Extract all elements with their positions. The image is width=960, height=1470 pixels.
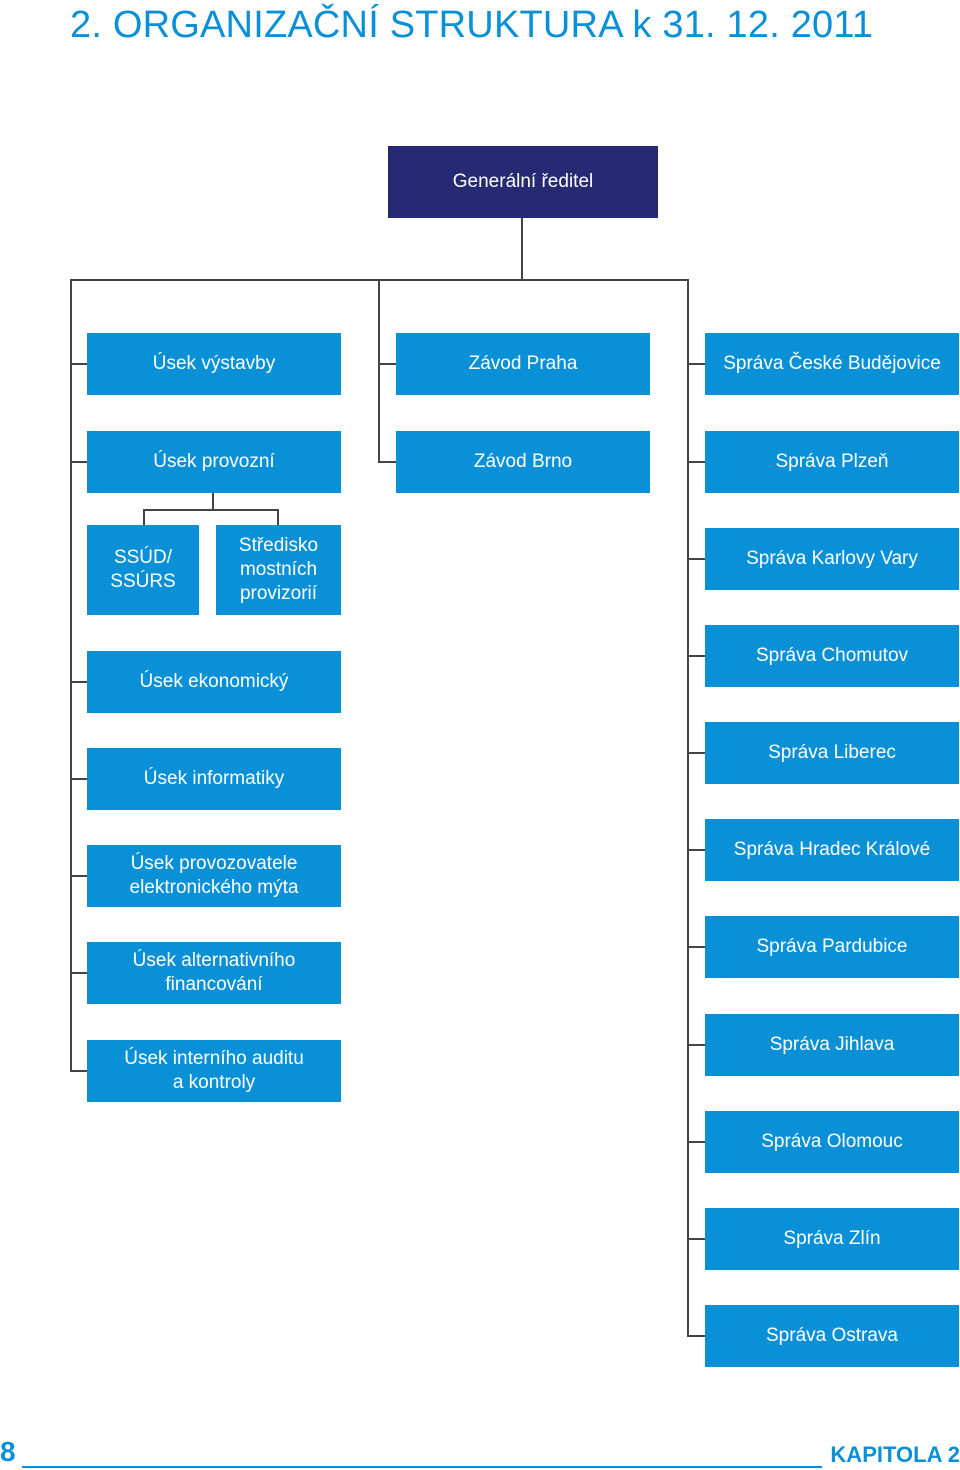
box-label: Úsek informatiky xyxy=(143,768,285,789)
connector-tick-karlovy-vary xyxy=(687,558,705,560)
connector-tick-hradec xyxy=(687,849,705,851)
connector-tick-plzen xyxy=(687,461,705,463)
connector-tick-olomouc xyxy=(687,1141,705,1143)
box-sprava-budejovice: Správa České Budějovice xyxy=(705,333,959,395)
page-title: 2. ORGANIZAČNÍ STRUKTURA k 31. 12. 2011 xyxy=(70,4,874,46)
connector-tick-ostrava xyxy=(687,1335,705,1337)
box-label: Správa Pardubice xyxy=(756,936,908,957)
box-sprava-zlin: Správa Zlín xyxy=(705,1208,959,1270)
connector-tick-pardubice xyxy=(687,946,705,948)
box-label: Správa Jihlava xyxy=(769,1034,895,1055)
connector-tick-vystavby xyxy=(70,363,87,365)
box-sprava-ostrava: Správa Ostrava xyxy=(705,1305,959,1367)
footer-rule xyxy=(22,1466,822,1468)
connector-tick-jihlava xyxy=(687,1044,705,1046)
box-sprava-plzen: Správa Plzeň xyxy=(705,431,959,493)
director-label: Generální ředitel xyxy=(452,171,594,192)
connector-right-spine xyxy=(687,279,689,1337)
box-stredisko: Středisko mostních provizorií xyxy=(216,525,341,615)
box-label: Úsek ekonomický xyxy=(139,671,289,692)
connector-to-ssud xyxy=(143,509,145,526)
box-label: Správa Chomutov xyxy=(755,645,909,666)
box-label: Správa Hradec Králové xyxy=(733,839,931,860)
box-sprava-hradec: Správa Hradec Králové xyxy=(705,819,959,881)
box-usek-financovani: Úsek alternativního financování xyxy=(87,942,341,1004)
box-label: Správa Ostrava xyxy=(766,1325,898,1346)
director-box: Generální ředitel xyxy=(388,146,658,218)
connector-provozni-down xyxy=(212,492,214,511)
box-label: Správa Plzeň xyxy=(775,451,889,472)
box-usek-myta: Úsek provozovatele elektronického mýta xyxy=(87,845,341,907)
box-zavod-brno: Závod Brno xyxy=(396,431,650,493)
box-usek-provozni: Úsek provozní xyxy=(87,431,341,493)
box-label: Správa Olomouc xyxy=(761,1131,903,1152)
connector-tick-chomutov xyxy=(687,655,705,657)
connector-tick-provozni xyxy=(70,461,87,463)
box-label: Úsek interního auditu a kontroly xyxy=(124,1048,304,1093)
connector-director-down xyxy=(521,217,523,280)
box-usek-auditu: Úsek interního auditu a kontroly xyxy=(87,1040,341,1102)
box-label: Správa Liberec xyxy=(768,742,896,763)
box-label: Správa Zlín xyxy=(783,1228,881,1249)
box-label: Správa Karlovy Vary xyxy=(746,548,918,569)
connector-tick-auditu xyxy=(70,1070,87,1072)
connector-tick-brno xyxy=(378,461,396,463)
connector-tick-zlin xyxy=(687,1238,705,1240)
connector-tick-praha xyxy=(378,363,396,365)
box-label: Úsek provozovatele elektronického mýta xyxy=(129,853,299,898)
box-sprava-olomouc: Správa Olomouc xyxy=(705,1111,959,1173)
connector-tick-liberec xyxy=(687,752,705,754)
chapter-label: KAPITOLA 2 xyxy=(830,1442,960,1467)
box-sprava-liberec: Správa Liberec xyxy=(705,722,959,784)
box-sprava-chomutov: Správa Chomutov xyxy=(705,625,959,687)
box-label: Úsek alternativního financování xyxy=(132,950,296,995)
connector-tick-financovani xyxy=(70,972,87,974)
connector-tick-informatiky xyxy=(70,778,87,780)
box-label: Úsek výstavby xyxy=(152,353,276,374)
box-ssud-ssurs: SSÚD/ SSÚRS xyxy=(87,525,199,615)
connector-tick-budejovice xyxy=(687,363,705,365)
box-label: Závod Brno xyxy=(473,451,573,472)
box-label: Závod Praha xyxy=(468,353,578,374)
connector-middle-spine xyxy=(378,279,380,463)
box-usek-ekonomicky: Úsek ekonomický xyxy=(87,651,341,713)
box-sprava-karlovy-vary: Správa Karlovy Vary xyxy=(705,528,959,590)
box-label: Správa České Budějovice xyxy=(723,353,941,374)
connector-tick-ekonomicky xyxy=(70,681,87,683)
connector-to-stredisko xyxy=(277,509,279,526)
box-sprava-pardubice: Správa Pardubice xyxy=(705,916,959,978)
box-label: Úsek provozní xyxy=(153,451,275,472)
box-label: SSÚD/ SSÚRS xyxy=(110,547,176,592)
connector-left-spine xyxy=(70,279,72,1072)
box-sprava-jihlava: Správa Jihlava xyxy=(705,1014,959,1076)
connector-provozni-sub-bus xyxy=(143,509,279,511)
box-usek-informatiky: Úsek informatiky xyxy=(87,748,341,810)
box-usek-vystavby: Úsek výstavby xyxy=(87,333,341,395)
connector-tick-myta xyxy=(70,875,87,877)
page-number: 8 xyxy=(0,1436,16,1467)
box-zavod-praha: Závod Praha xyxy=(396,333,650,395)
box-label: Středisko mostních provizorií xyxy=(238,535,319,604)
